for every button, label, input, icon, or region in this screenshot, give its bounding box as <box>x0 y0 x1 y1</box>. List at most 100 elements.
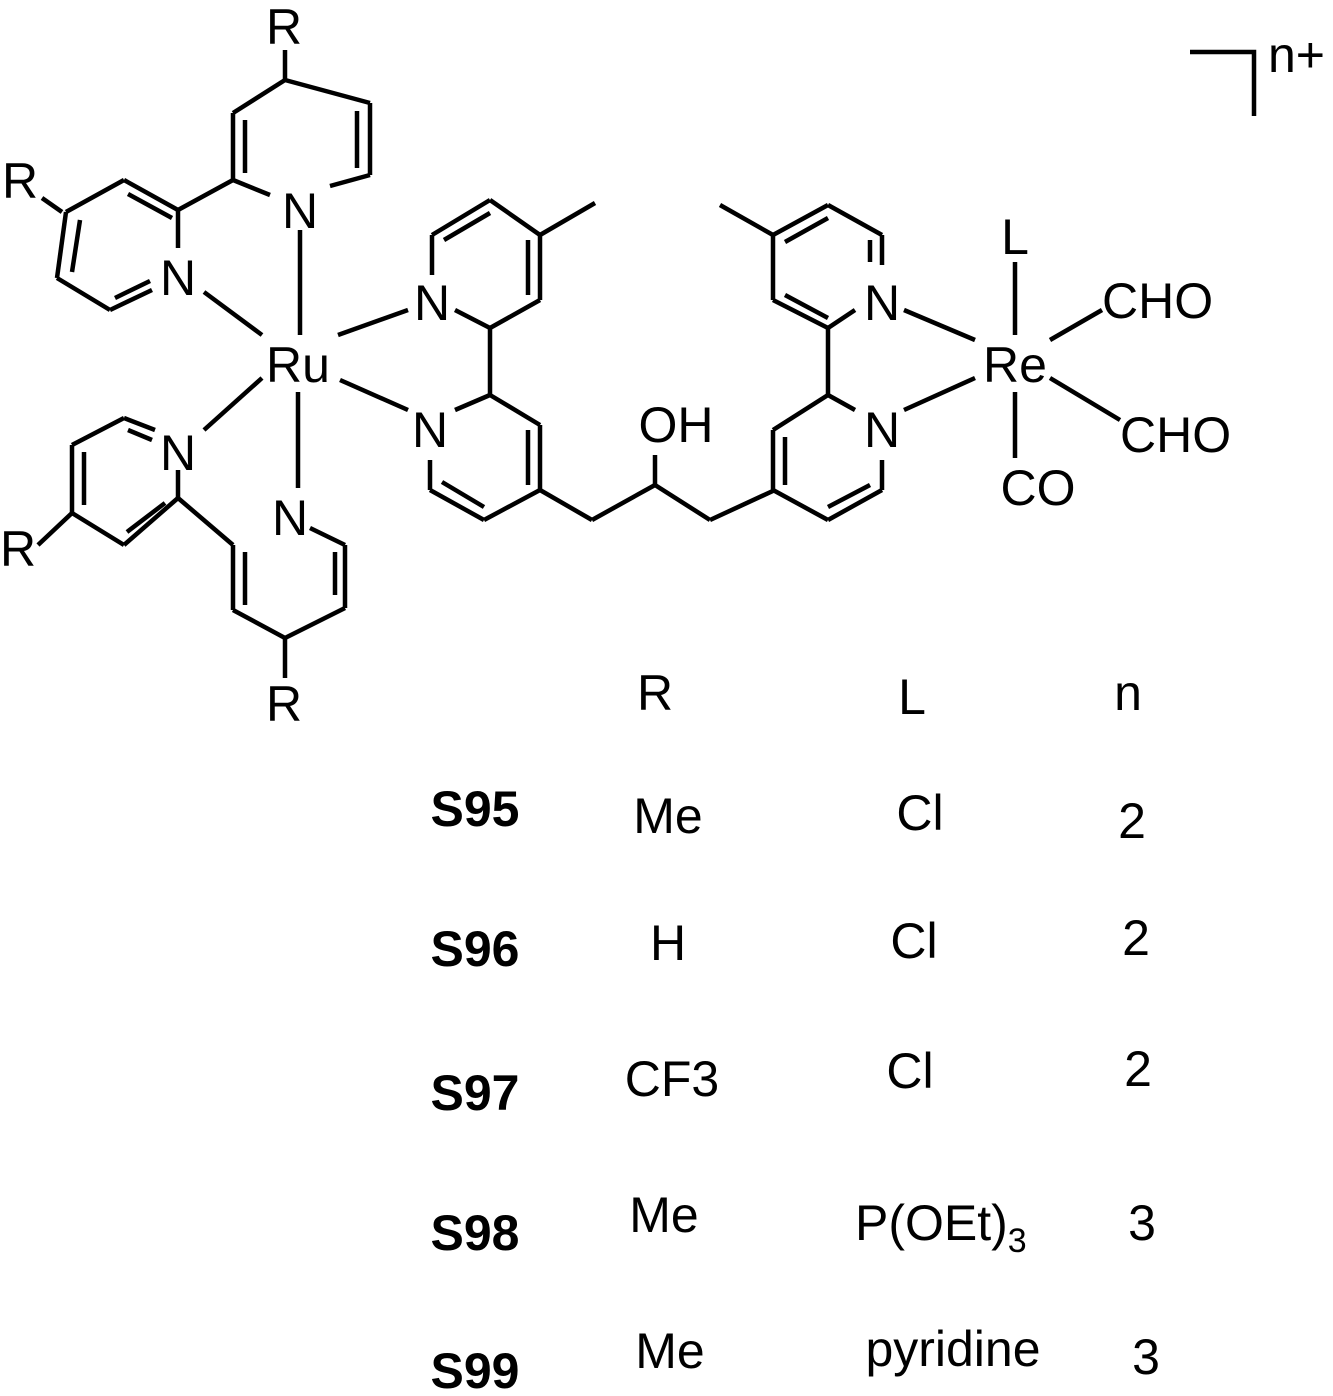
bond-line <box>337 307 409 338</box>
table-row: S98 Me P(OEt)3 3 <box>431 1187 1156 1261</box>
nitrogen-atom-label: N <box>272 490 308 546</box>
bond-line <box>1048 376 1122 422</box>
compound-id: S95 <box>431 781 520 837</box>
bond-line <box>428 488 486 522</box>
table-row: S99 Me pyridine 3 <box>431 1321 1160 1396</box>
hydroxyl-label: OH <box>639 397 714 453</box>
nitrogen-atom-label: N <box>160 250 196 306</box>
bond-line <box>709 487 776 523</box>
bond-line <box>826 488 884 522</box>
bond-line <box>826 308 857 330</box>
bond-line <box>771 488 830 522</box>
r-substituent-label: R <box>266 0 302 55</box>
column-header-n: n <box>1114 665 1142 721</box>
bond-line <box>454 392 491 413</box>
cell-l-subscript: 3 <box>1008 1222 1027 1260</box>
carbonyl-label: CO <box>1001 460 1076 516</box>
bond-line <box>482 488 542 522</box>
bond-line <box>69 219 83 273</box>
column-header-r: R <box>637 665 673 721</box>
bond-line <box>783 293 830 320</box>
bond-line <box>590 483 657 522</box>
ligand-l-label: L <box>1001 209 1029 265</box>
table-row: S95 Me Cl 2 <box>431 781 1146 849</box>
bond-line <box>826 393 857 412</box>
bond-line <box>40 196 64 214</box>
column-header-l: L <box>898 669 926 725</box>
bond-line <box>36 511 74 547</box>
bond-line <box>123 415 156 433</box>
cell-r: Me <box>629 1187 698 1243</box>
bond-line <box>176 178 235 212</box>
bond-line <box>122 178 180 212</box>
bond-line <box>339 377 409 413</box>
bond-line <box>176 496 235 547</box>
bond-line <box>538 488 594 522</box>
bond-line <box>771 203 830 237</box>
bond-line <box>309 525 346 548</box>
bond-line <box>283 605 347 641</box>
bond-line <box>653 483 712 522</box>
cell-l-main: P(OEt) <box>855 1195 1008 1251</box>
compound-id: S99 <box>431 1343 520 1396</box>
bond-line <box>1048 308 1104 342</box>
cell-l: pyridine <box>865 1321 1040 1377</box>
cell-n: 2 <box>1124 1041 1152 1097</box>
bond-line <box>903 307 976 343</box>
nitrogen-atom-label: N <box>864 402 900 458</box>
cell-n: 2 <box>1118 793 1146 849</box>
bond-line <box>783 216 830 244</box>
table-row: S97 CF3 Cl 2 <box>431 1041 1152 1121</box>
cell-r: Me <box>633 788 702 844</box>
bond-line <box>488 198 542 237</box>
bond-line <box>55 276 112 312</box>
bond-line <box>440 480 486 509</box>
compound-id: S96 <box>431 921 520 977</box>
bond-line <box>538 201 597 237</box>
r-substituent-label: R <box>266 676 302 732</box>
bond-line <box>826 483 872 509</box>
bond-line <box>202 290 264 337</box>
nitrogen-atom-label: N <box>864 275 900 331</box>
bond-line <box>126 192 174 220</box>
table-row: S96 H Cl 2 <box>431 910 1150 977</box>
bond-line <box>442 211 492 242</box>
bond-line <box>329 172 371 189</box>
bond-line <box>903 375 976 413</box>
bond-line <box>430 198 492 237</box>
bond-line <box>232 177 271 198</box>
bond-line <box>202 376 264 432</box>
r-substituent-label: R <box>2 153 38 209</box>
bond-line <box>231 78 287 115</box>
cell-n: 3 <box>1128 1195 1156 1251</box>
bond-line <box>771 297 830 331</box>
cell-l: P(OEt)3 <box>855 1195 1027 1260</box>
bond-lines <box>36 50 1122 678</box>
bond-line <box>70 511 126 547</box>
r-substituent-label: R <box>0 521 36 577</box>
bond-line <box>122 496 180 547</box>
bond-line <box>488 393 542 427</box>
bond-line <box>231 608 287 640</box>
bond-line <box>718 203 775 237</box>
formyl-label: CHO <box>1102 273 1213 329</box>
bond-line <box>284 77 371 106</box>
cell-n: 3 <box>1132 1329 1160 1385</box>
cell-r: Me <box>635 1323 704 1379</box>
bond-line <box>64 178 126 214</box>
compound-id: S97 <box>431 1065 520 1121</box>
bond-line <box>488 298 542 330</box>
cell-l: Cl <box>890 913 937 969</box>
bond-line <box>453 307 492 331</box>
cell-r: H <box>650 915 686 971</box>
bond-line <box>127 427 153 443</box>
nitrogen-atom-label: N <box>412 402 448 458</box>
nitrogen-atom-label: N <box>160 425 196 481</box>
bond-line <box>54 211 69 279</box>
cell-l: Cl <box>896 785 943 841</box>
nitrogen-atom-label: N <box>414 275 450 331</box>
bond-line <box>109 287 153 313</box>
cell-l: Cl <box>886 1043 933 1099</box>
bond-line <box>70 416 126 447</box>
